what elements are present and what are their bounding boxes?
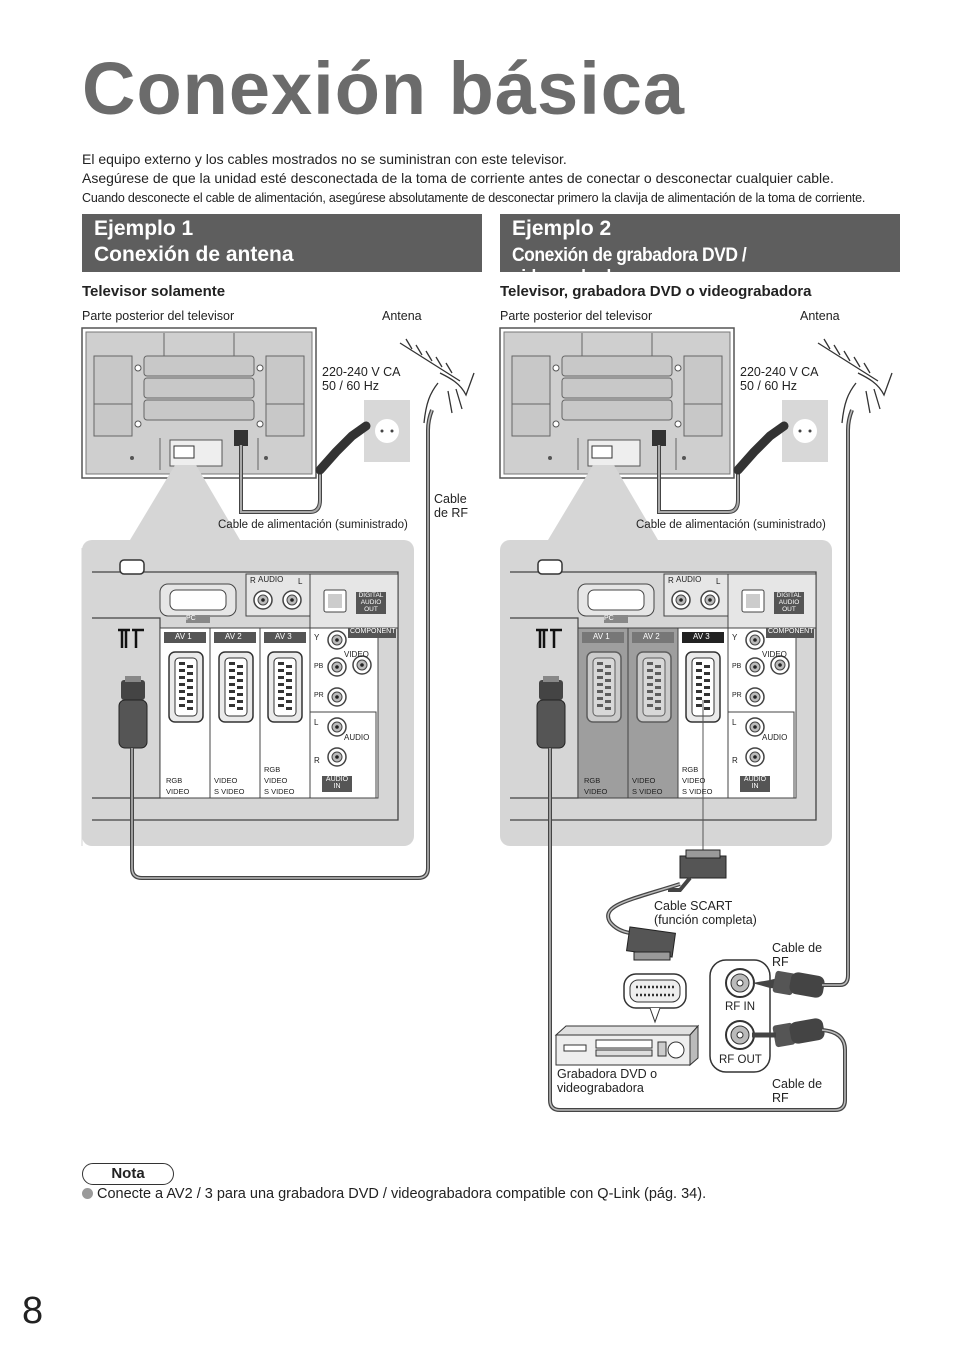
example-1-subheading: Conexión de antena — [94, 243, 294, 266]
intro-line-1: El equipo externo y los cables mostrados… — [82, 151, 567, 167]
note-text-body: Conecte a AV2 / 3 para una grabadora DVD… — [97, 1186, 707, 1202]
intro-line-2: Asegúrese de que la unidad esté desconec… — [82, 170, 834, 186]
tv-rear-label-2: Parte posterior del televisor — [500, 309, 653, 323]
page-title: Conexión básica — [82, 47, 686, 130]
mains-cable-label-2: Cable de alimentación (suministrado) — [636, 519, 826, 531]
page-number: 8 — [22, 1290, 44, 1332]
antenna-1 — [399, 338, 475, 424]
tv-rear-1 — [81, 327, 317, 479]
antenna-label-2: Antena — [800, 309, 840, 323]
wall-socket-2 — [782, 400, 828, 462]
example-2-caption: Televisor, grabadora DVD o videograbador… — [500, 283, 812, 300]
mains-cable-label-1: Cable de alimentación (suministrado) — [218, 519, 408, 531]
note-text: Conecte a AV2 / 3 para una grabadora DVD… — [82, 1186, 706, 1202]
example-1-header: Ejemplo 1 Conexión de antena — [82, 214, 482, 272]
antenna-label-1: Antena — [382, 309, 422, 323]
rf-out-label: RF OUT — [719, 1054, 762, 1066]
example-2-diagram — [499, 327, 893, 1112]
bullet-icon — [82, 1188, 93, 1199]
note-badge: Nota — [82, 1163, 174, 1185]
tv-rear-2 — [499, 327, 735, 479]
example-2-header: Ejemplo 2 Conexión de grabadora DVD / vi… — [500, 214, 900, 288]
tv-rear-label-1: Parte posterior del televisor — [82, 309, 235, 323]
antenna-2 — [817, 338, 893, 424]
wall-socket-1 — [364, 400, 410, 462]
intro-line-3: Cuando desconecte el cable de alimentaci… — [82, 191, 866, 205]
example-2-heading: Ejemplo 2 — [512, 217, 612, 240]
example-2-subheading: Conexión de grabadora DVD / videograbado… — [512, 245, 747, 288]
example-1-heading: Ejemplo 1 — [94, 217, 194, 240]
connection-diagram — [81, 327, 893, 1112]
example-1-diagram — [81, 327, 475, 880]
scart-cable-label: Cable SCART(función completa) — [654, 899, 757, 927]
rf-in-label: RF IN — [725, 1001, 756, 1013]
example-1-caption: Televisor solamente — [82, 283, 226, 300]
